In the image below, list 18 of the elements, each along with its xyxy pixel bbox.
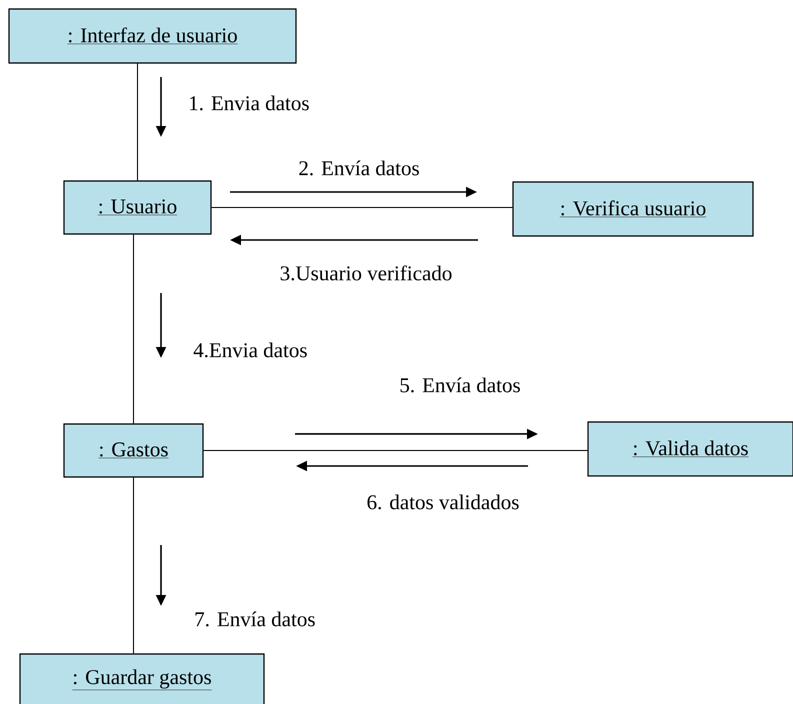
message-label: 1. Envia datos xyxy=(190,96,309,110)
link-line xyxy=(133,234,134,424)
object-box: : Usuario xyxy=(63,180,212,235)
message-label: 7. Envía datos xyxy=(196,612,315,626)
link-line xyxy=(203,450,588,451)
link-line xyxy=(133,477,134,654)
message-label: 4.Envia datos xyxy=(194,342,307,358)
link-line xyxy=(137,63,138,181)
message-label: 2. Envía datos xyxy=(299,160,419,176)
message-label: 3.Usuario verificado xyxy=(280,265,452,281)
object-box: : Gastos xyxy=(63,423,204,478)
object-box: : Interfaz de usuario xyxy=(8,8,297,64)
message-label: 5. Envía datos xyxy=(400,378,520,392)
object-box: : Valida datos xyxy=(587,421,793,477)
object-box: : Verifica usuario xyxy=(512,181,754,237)
object-box: : Guardar gastos xyxy=(19,653,265,704)
message-label: 6. datos validados xyxy=(368,494,519,510)
link-line xyxy=(211,207,513,208)
